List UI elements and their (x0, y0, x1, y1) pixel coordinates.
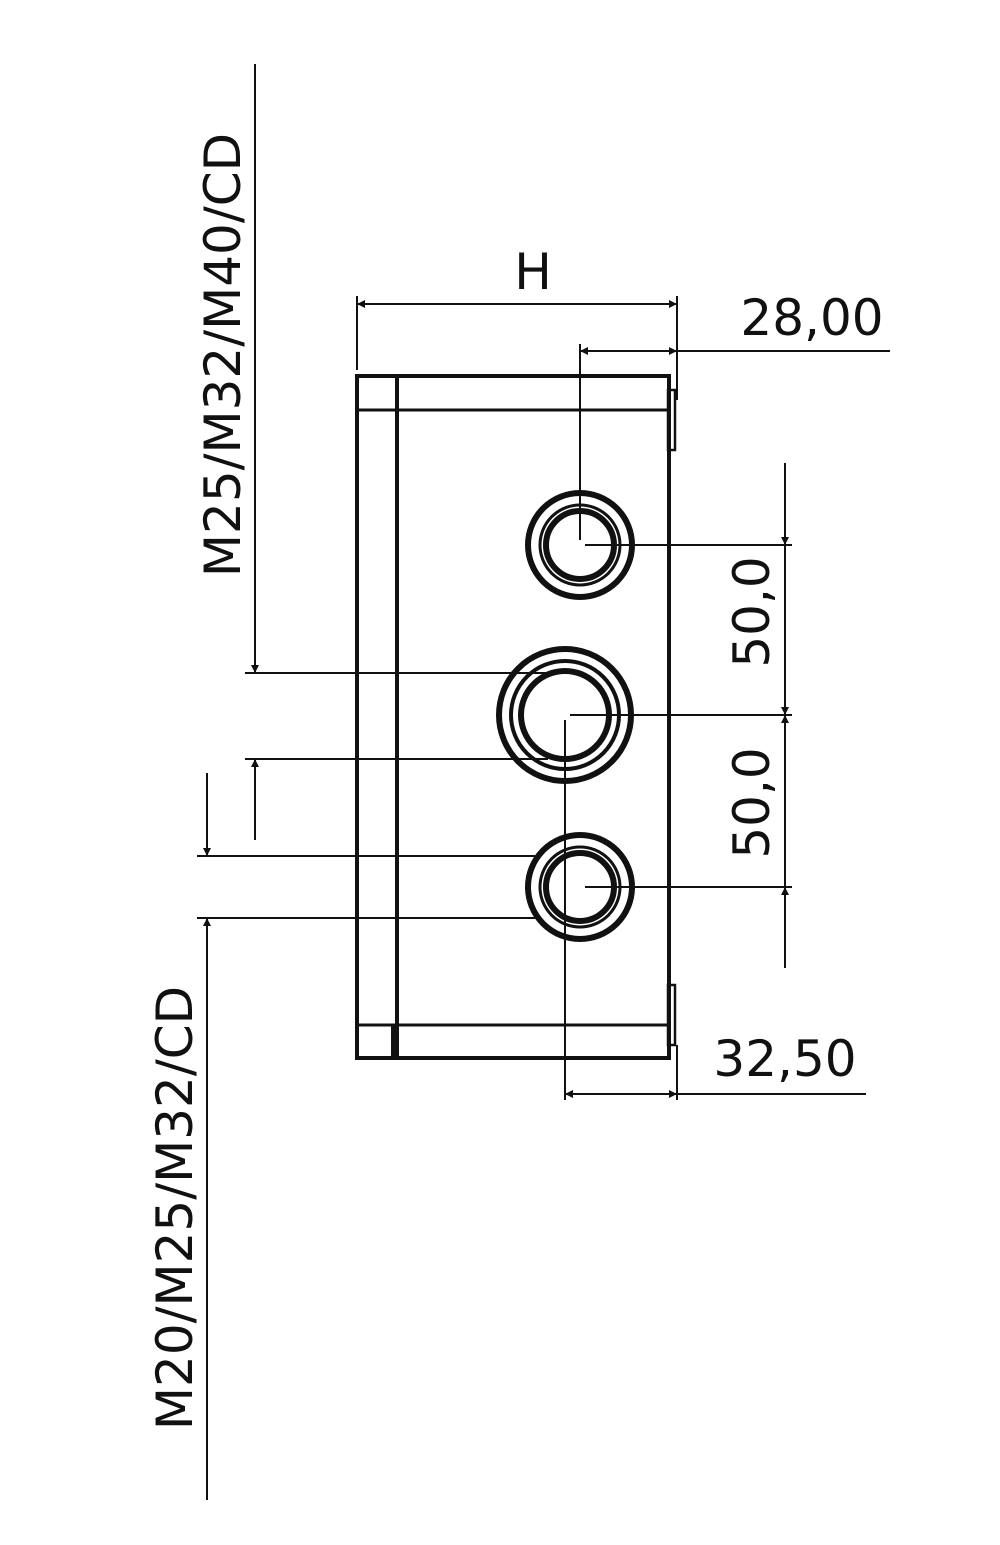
enclosure-body (355, 374, 677, 1060)
dimension-h-label: H (514, 243, 552, 301)
callout-upper-entry: M25/M32/M40/CD (194, 133, 252, 577)
extension-lines (197, 296, 792, 1100)
dimension-spacing-upper: 50,0 (723, 556, 781, 667)
dimension-spacing-lower: 50,0 (723, 747, 781, 858)
callout-lower-entry: M20/M25/M32/CD (146, 986, 204, 1430)
dimension-lines (203, 64, 890, 1500)
dimension-bottom-offset: 32,50 (713, 1030, 856, 1088)
dimension-top-offset: 28,00 (740, 289, 883, 347)
